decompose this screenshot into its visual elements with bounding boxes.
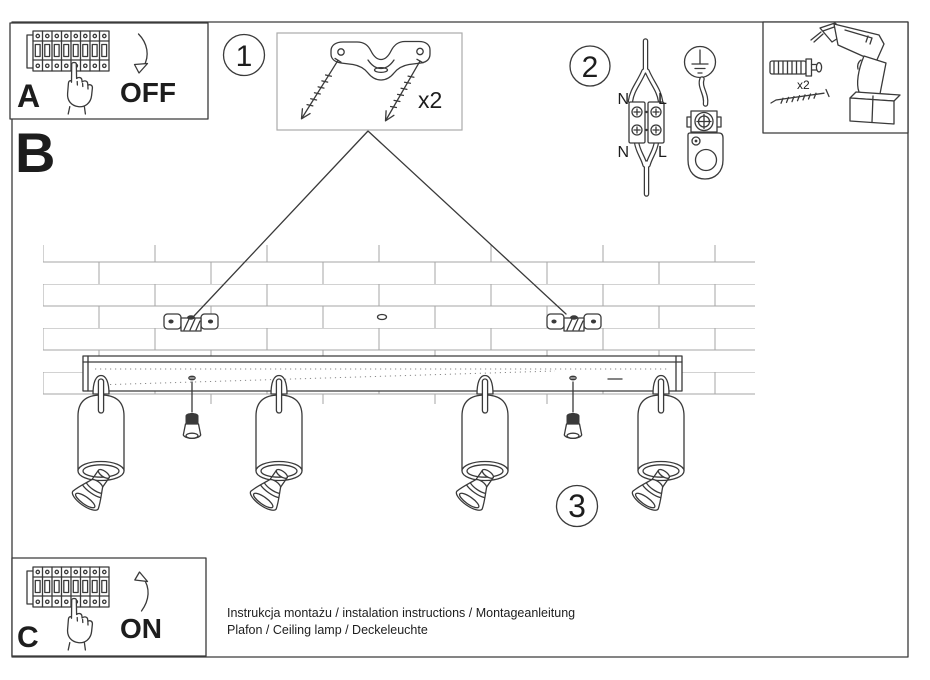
step-1-badge xyxy=(222,33,266,77)
panel-a-box: A OFF xyxy=(9,22,209,120)
ground-bracket-icon xyxy=(687,132,724,180)
wall-bracket-icon-left xyxy=(163,313,219,332)
bulb-icon-left xyxy=(182,412,202,440)
wire-label-l-top: L xyxy=(658,91,667,108)
panel-a-label: A xyxy=(17,78,40,114)
footer-line-2: Plafon / Ceiling lamp / Deckeleuchte xyxy=(227,623,428,637)
wall-hole xyxy=(376,313,388,321)
step-2-number: 2 xyxy=(582,51,599,84)
wire-label-n-bottom: N xyxy=(617,144,629,161)
panel-b-label: B xyxy=(15,121,55,184)
bulb-drop-lines xyxy=(191,381,574,413)
off-label: OFF xyxy=(120,77,176,108)
breaker-panel-icon-c xyxy=(26,566,110,608)
footer-line-1: Instrukcja montażu / instalation instruc… xyxy=(227,606,575,620)
wall-plug-icon xyxy=(769,58,823,77)
step-1-group: 1 x2 xyxy=(222,32,463,131)
mounting-bracket-icon xyxy=(330,40,431,81)
ground-terminal-icon xyxy=(686,110,722,133)
wire-icon xyxy=(627,38,664,197)
ground-symbol-icon xyxy=(683,45,717,79)
arrow-up-icon xyxy=(134,571,149,612)
bulb-icon-right xyxy=(563,412,583,440)
step-2-group: 2 N L N L xyxy=(569,38,724,197)
panel-c-label: C xyxy=(17,621,39,654)
step-1-quantity-label: x2 xyxy=(418,87,442,113)
terminal-block-icon xyxy=(628,101,665,144)
step-1-number: 1 xyxy=(236,40,253,73)
step-3-badge: 3 xyxy=(555,484,599,528)
ground-wire-icon xyxy=(698,76,709,107)
on-label: ON xyxy=(120,613,162,644)
breaker-panel-icon-a xyxy=(26,30,110,72)
tools-quantity-label: x2 xyxy=(797,78,810,92)
wire-label-n-top: N xyxy=(617,91,629,108)
wall-bracket-icon-right xyxy=(546,313,602,332)
tools-box: x2 xyxy=(762,21,909,134)
step-3-number: 3 xyxy=(568,488,586,524)
leader-lines xyxy=(193,130,567,317)
rail-screw-left xyxy=(188,375,196,381)
main-frame xyxy=(11,21,909,658)
drill-icon xyxy=(810,22,901,125)
masonry-screw-icon xyxy=(770,88,830,104)
mounting-rail xyxy=(82,355,683,392)
wire-label-l-bottom: L xyxy=(658,144,667,161)
rail-screw-right xyxy=(569,375,577,381)
panel-c-box: C ON xyxy=(11,557,207,657)
step-2-badge xyxy=(569,45,611,87)
arrow-down-icon xyxy=(133,33,149,74)
